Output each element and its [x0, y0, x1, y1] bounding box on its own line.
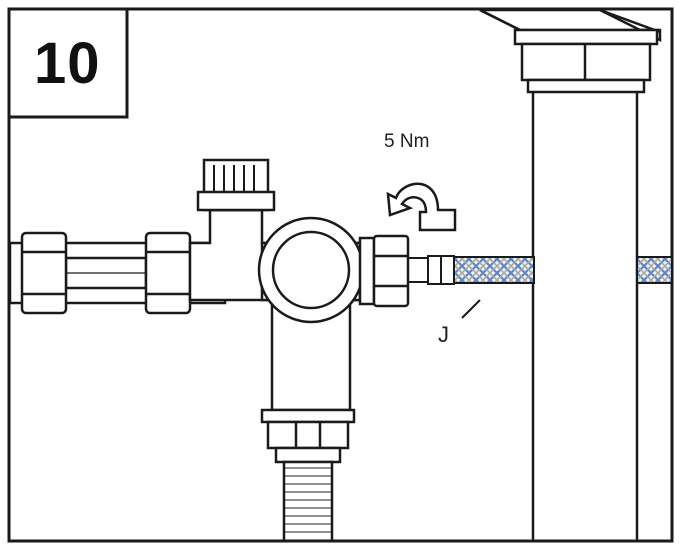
- torque-label: 5 Nm: [384, 131, 430, 152]
- hose-ferrule: [407, 255, 455, 285]
- braided-hose: [451, 256, 673, 284]
- valve-body: [188, 158, 410, 412]
- standpipe: [479, 8, 662, 541]
- part-label: J: [438, 322, 449, 347]
- tighten-arrow-icon: [386, 182, 457, 232]
- part-leader-line: [461, 299, 481, 319]
- drain-fitting: [260, 408, 356, 543]
- step-number: 10: [34, 31, 101, 96]
- step-number-box: [7, 7, 129, 119]
